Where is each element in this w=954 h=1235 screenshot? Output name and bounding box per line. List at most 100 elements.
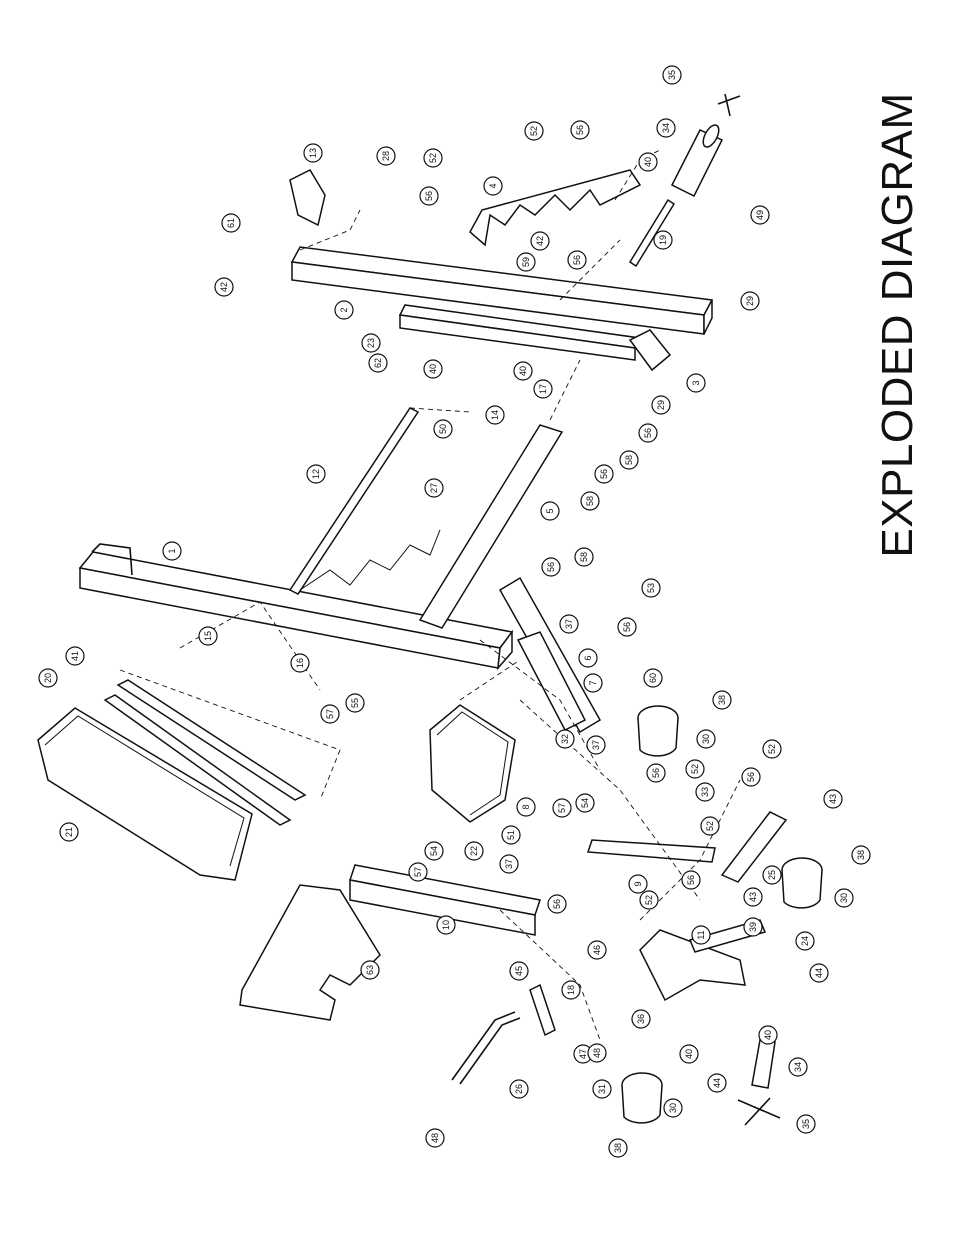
callout-52c: 52	[685, 759, 705, 779]
callout-circle	[796, 1114, 816, 1134]
callout-number: 12	[311, 469, 321, 479]
callout-circle	[221, 213, 241, 233]
callout-circle	[631, 1009, 651, 1029]
callout-number: 4	[488, 183, 498, 188]
callout-number: 63	[365, 965, 375, 975]
callout-circle	[361, 333, 381, 353]
callout-circle	[707, 1073, 727, 1093]
callout-30c: 30	[663, 1098, 683, 1118]
callout-circle	[651, 395, 671, 415]
callout-circle	[617, 617, 637, 637]
callout-56b: 56	[419, 186, 439, 206]
callout-number: 43	[748, 892, 758, 902]
callout-6: 6	[578, 648, 598, 668]
callout-56k: 56	[547, 894, 567, 914]
callout-number: 30	[668, 1103, 678, 1113]
callout-22: 22	[464, 841, 484, 861]
callout-27: 27	[424, 478, 444, 498]
callout-circle	[608, 1138, 628, 1158]
callout-40e: 40	[679, 1044, 699, 1064]
callout-number: 56	[643, 428, 653, 438]
callout-circle	[594, 464, 614, 484]
callout-number: 17	[538, 384, 548, 394]
callout-number: 37	[591, 740, 601, 750]
callout-circle	[516, 252, 536, 272]
callout-number: 9	[633, 881, 643, 886]
callout-61: 61	[221, 213, 241, 233]
callout-12: 12	[306, 464, 326, 484]
callout-circle	[509, 961, 529, 981]
callout-circle	[501, 825, 521, 845]
callout-circle	[433, 419, 453, 439]
leg-pad-part-63	[239, 884, 381, 1021]
callout-circle	[823, 789, 843, 809]
callout-circle	[762, 865, 782, 885]
callout-circle	[712, 690, 732, 710]
callout-52a: 52	[524, 121, 544, 141]
callout-circle	[646, 763, 666, 783]
callout-21: 21	[59, 822, 79, 842]
back-pad-part-21	[37, 707, 253, 881]
callout-37c: 37	[499, 854, 519, 874]
callout-45: 45	[509, 961, 529, 981]
callout-60: 60	[643, 668, 663, 688]
callout-36: 36	[631, 1009, 651, 1029]
callout-number: 34	[793, 1062, 803, 1072]
callout-circle	[419, 186, 439, 206]
callout-number: 56	[552, 899, 562, 909]
callout-25: 25	[762, 865, 782, 885]
frame-part-11	[639, 929, 746, 1002]
roller-part-30-c	[621, 1072, 663, 1124]
callout-number: 30	[701, 734, 711, 744]
callout-56i: 56	[741, 767, 761, 787]
callout-number: 35	[801, 1119, 811, 1129]
callout-number: 56	[575, 125, 585, 135]
callout-number: 56	[686, 875, 696, 885]
callout-number: 36	[636, 1014, 646, 1024]
callout-number: 59	[521, 257, 531, 267]
callout-circle	[578, 648, 598, 668]
callout-56g: 56	[617, 617, 637, 637]
callout-circle	[586, 735, 606, 755]
callout-29b: 29	[651, 395, 671, 415]
callout-circle	[685, 759, 705, 779]
callout-circle	[533, 379, 553, 399]
callout-number: 39	[748, 922, 758, 932]
callout-circle	[788, 1057, 808, 1077]
callout-40b: 40	[423, 359, 443, 379]
callout-40a: 40	[638, 152, 658, 172]
callout-circle	[795, 931, 815, 951]
callout-number: 62	[373, 358, 383, 368]
callout-35b: 35	[796, 1114, 816, 1134]
callout-30b: 30	[834, 888, 854, 908]
rod-part-19	[628, 198, 676, 268]
callout-number: 56	[546, 562, 556, 572]
callout-number: 25	[767, 870, 777, 880]
callout-circle	[436, 915, 456, 935]
bracket-part-3	[628, 329, 672, 372]
callout-number: 44	[712, 1078, 722, 1088]
callout-circle	[509, 1079, 529, 1099]
callout-number: 1	[167, 548, 177, 553]
callout-37b: 37	[586, 735, 606, 755]
callout-number: 52	[644, 895, 654, 905]
callout-circle	[619, 450, 639, 470]
callout-number: 57	[325, 709, 335, 719]
rails-part-20	[116, 679, 307, 801]
callout-number: 40	[428, 364, 438, 374]
callout-circle	[516, 797, 536, 817]
callout-32: 32	[555, 729, 575, 749]
callout-9: 9	[628, 874, 648, 894]
callout-circle	[743, 887, 763, 907]
callout-number: 56	[599, 469, 609, 479]
callout-number: 44	[814, 968, 824, 978]
callout-13: 13	[303, 143, 323, 163]
callout-number: 49	[755, 210, 765, 220]
callout-number: 55	[350, 698, 360, 708]
callout-16: 16	[290, 653, 310, 673]
callout-circle	[530, 231, 550, 251]
frame-part-1	[78, 543, 514, 671]
roller-part-34-bottom	[751, 1039, 776, 1089]
callout-33: 33	[695, 782, 715, 802]
